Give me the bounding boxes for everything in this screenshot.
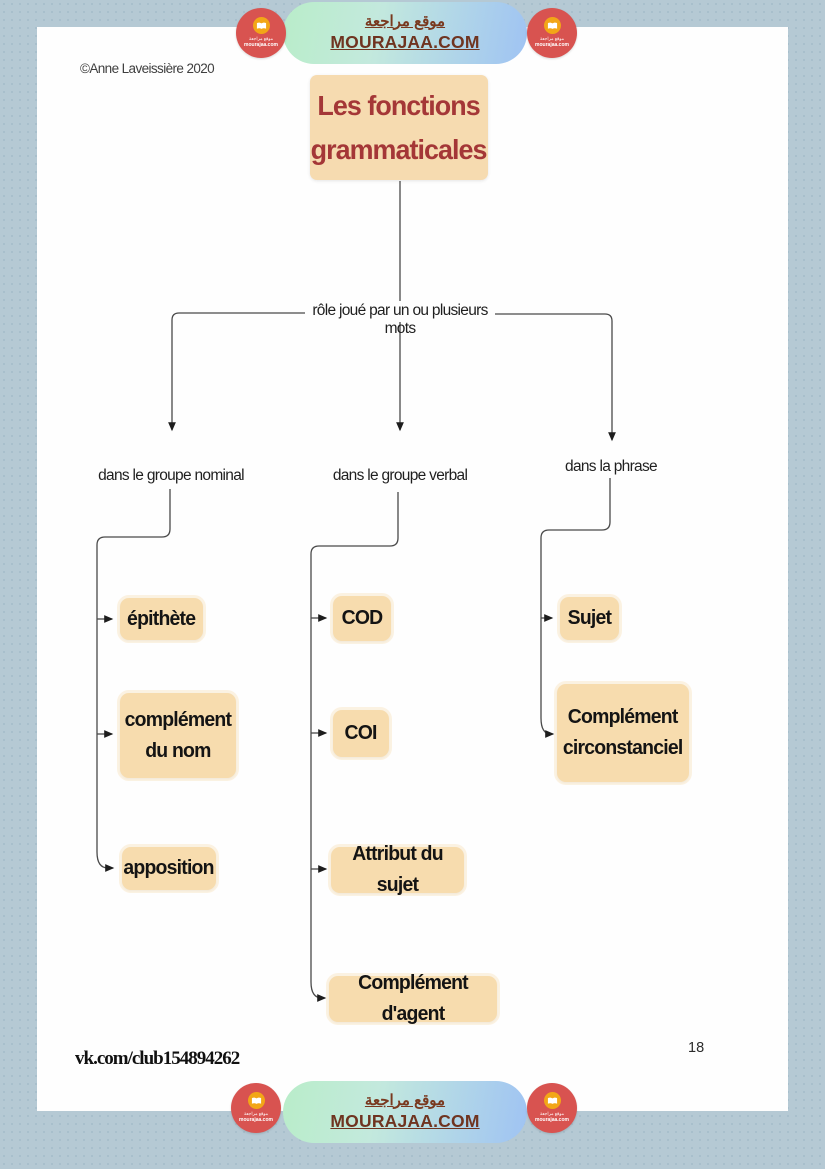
badge-domain: mourajaa.com [244,42,278,49]
logo-badge: موقع مراجعة mourajaa.com [527,8,577,58]
node-coi: COI [333,710,389,757]
book-icon [247,1092,265,1110]
node-attribut-du-sujet-label: Attribut du sujet [352,843,443,896]
logo-badge: موقع مراجعة mourajaa.com [236,8,286,58]
badge-arabic: موقع مراجعة [539,36,565,42]
book-icon [543,17,561,35]
book-icon [252,17,270,35]
node-complement-circonstanciel: Complément circonstanciel [557,684,689,782]
node-attribut-du-sujet: Attribut du sujet [331,843,464,896]
node-cod-label: COD [341,607,384,629]
spine-verbal [310,492,399,1002]
header-banner-link[interactable]: موقع مراجعة MOURAJAA.COM [283,2,527,64]
diagram-title-box: Les fonctions grammaticales [310,75,488,180]
diagram-title: Les fonctions grammaticales [311,90,488,165]
footer-banner-arabic: موقع مراجعة [364,1091,446,1109]
logo-badge: موقع مراجعة mourajaa.com [231,1083,281,1133]
node-cod: COD [333,596,391,641]
spine-nominal [96,489,171,872]
page-number: 18 [688,1040,705,1056]
copyright-text: ©Anne Laveissière 2020 [80,61,215,76]
node-complement-dagent-label: Complément d'agent [358,972,469,1025]
branch-label-phrase: dans la phrase [565,458,658,475]
branch-label-nominal: dans le groupe nominal [98,467,244,484]
node-coi-label: COI [344,722,378,744]
header-banner-url[interactable]: MOURAJAA.COM [330,32,480,53]
spine-phrase [540,478,611,738]
connector-root-phrase [495,313,616,442]
footer-banner-link[interactable]: موقع مراجعة MOURAJAA.COM [283,1081,527,1143]
node-complement-du-nom: complément du nom [120,693,236,778]
node-epithete: épithète [120,598,203,640]
badge-domain: mourajaa.com [535,1117,569,1124]
badge-domain: mourajaa.com [239,1117,273,1124]
badge-arabic: موقع مراجعة [539,1111,565,1117]
connector-root-nominal [168,312,305,432]
node-sujet-label: Sujet [567,607,612,629]
node-apposition-label: apposition [123,857,215,879]
node-apposition: apposition [122,847,216,890]
logo-badge: موقع مراجعة mourajaa.com [527,1083,577,1133]
badge-arabic: موقع مراجعة [248,36,274,42]
badge-arabic: موقع مراجعة [243,1111,269,1117]
node-epithete-label: épithète [127,607,196,630]
badge-domain: mourajaa.com [535,42,569,49]
node-complement-circonstanciel-label: Complément circonstanciel [563,706,683,759]
node-complement-dagent: Complément d'agent [329,972,497,1025]
header-banner-arabic: موقع مراجعة [364,12,446,30]
footer-banner-url[interactable]: MOURAJAA.COM [330,1111,480,1132]
node-sujet: Sujet [560,597,619,640]
document-page [37,27,788,1111]
vk-link: vk.com/club154894262 [75,1048,240,1069]
branch-label-verbal: dans le groupe verbal [332,467,468,484]
root-label: rôle joué par un ou plusieurs mots [312,302,488,337]
book-icon [543,1092,561,1110]
node-complement-du-nom-label: complément du nom [124,708,232,762]
